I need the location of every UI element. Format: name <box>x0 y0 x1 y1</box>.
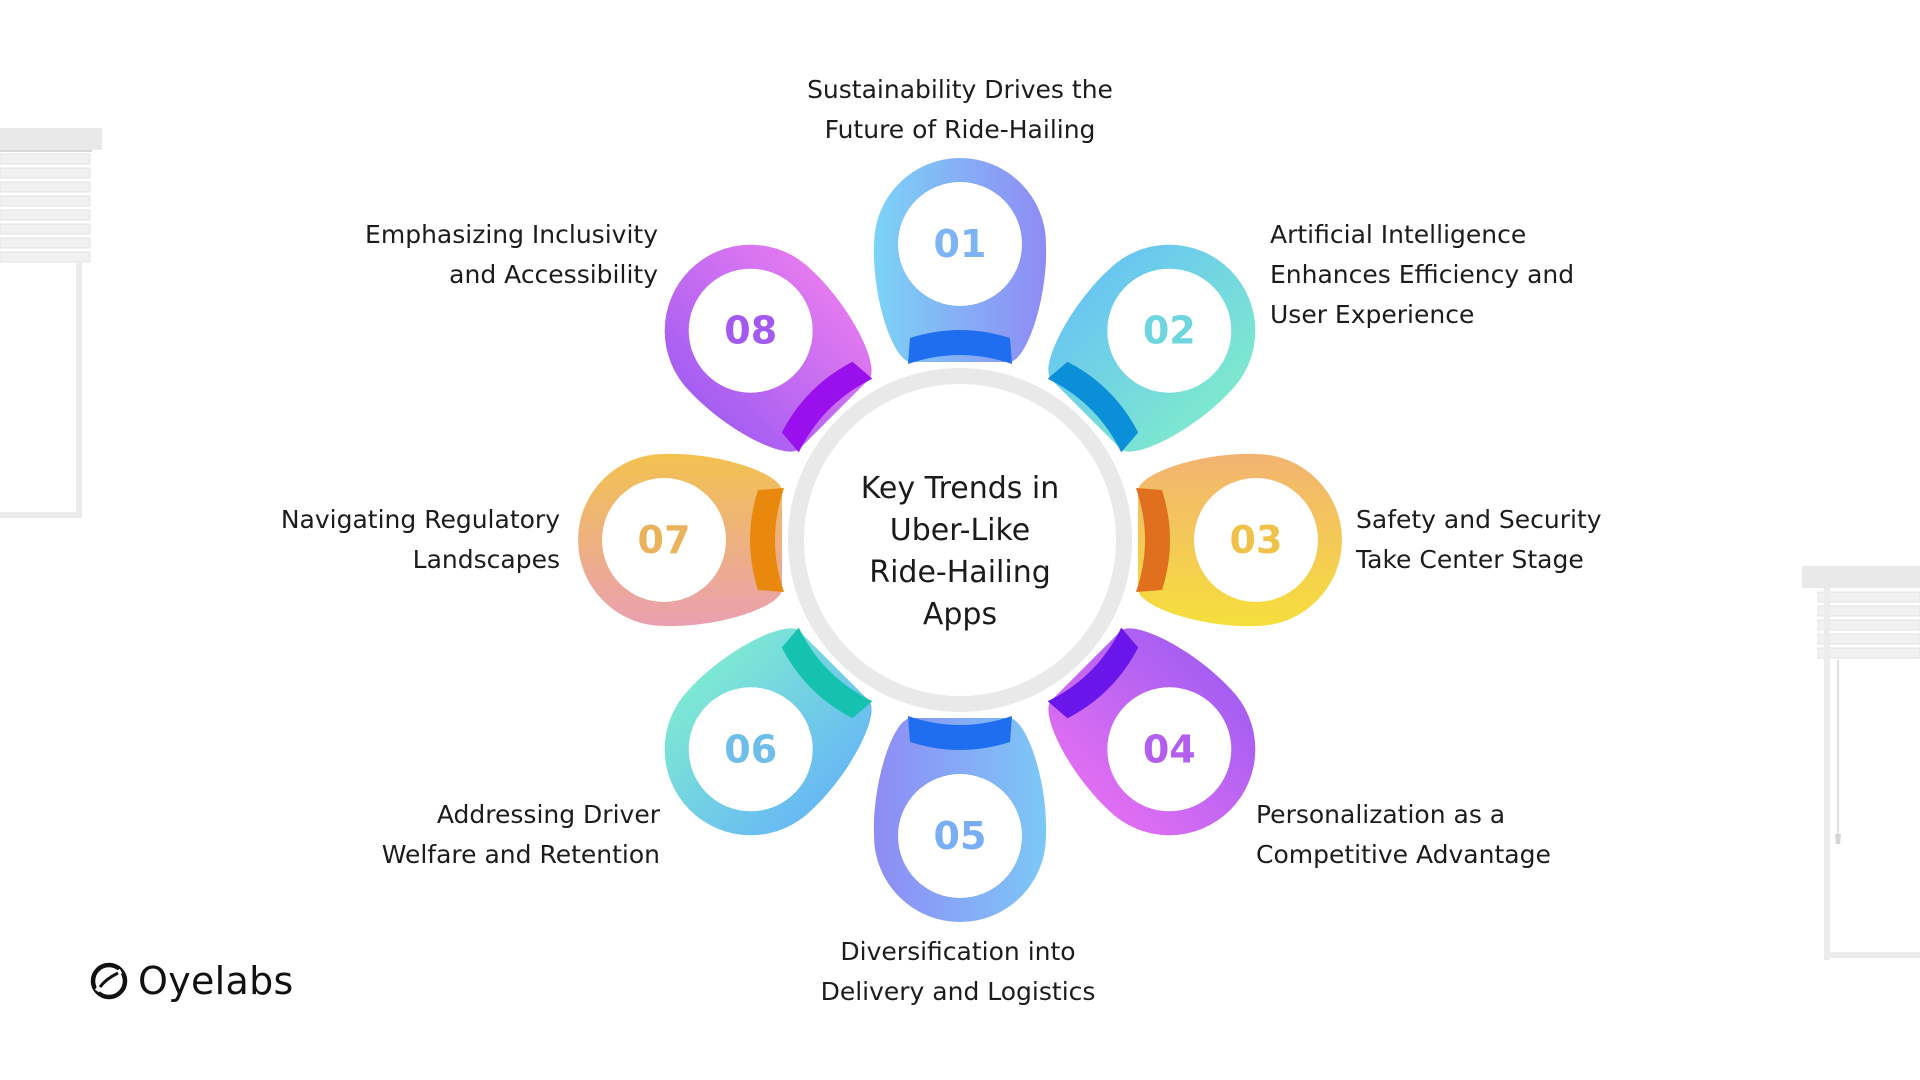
petal-label-06-line-2: Welfare and Retention <box>381 840 660 869</box>
petal-label-05-line-2: Delivery and Logistics <box>820 977 1096 1006</box>
petal-label-03: Safety and Security Take Center Stage <box>1356 500 1602 580</box>
petal-label-01-line-2: Future of Ride-Hailing <box>824 115 1096 144</box>
decor-window-left <box>0 128 102 518</box>
oyelabs-logo-icon <box>90 962 128 1000</box>
petal-07 <box>578 453 784 627</box>
petal-01-number: 01 <box>934 222 987 266</box>
petal-08-inner-circle <box>688 268 813 393</box>
petal-08-band <box>781 361 873 453</box>
hub-title-line-2: Uber-Like <box>889 513 1031 548</box>
petal-01 <box>873 158 1047 364</box>
petal-label-08-line-1: Emphasizing Inclusivity <box>365 220 658 249</box>
petal-01-inner-circle <box>898 182 1022 306</box>
petal-03 <box>1136 453 1342 627</box>
brand-logo: Oyelabs <box>88 955 294 1007</box>
petal-01-band <box>908 330 1012 364</box>
petal-05-inner-circle <box>898 774 1022 898</box>
petal-label-05: Diversification into Delivery and Logist… <box>821 932 1096 1012</box>
petal-label-02-line-2: Enhances Efficiency and <box>1270 260 1575 289</box>
petal-03-inner-circle <box>1194 478 1318 602</box>
petal-label-04-line-1: Personalization as a <box>1256 800 1506 829</box>
petal-label-08-line-2: and Accessibility <box>449 260 658 289</box>
petal-06-inner-circle <box>688 687 813 812</box>
hub-title-line-3: Ride-Hailing <box>869 555 1051 590</box>
petal-04-inner-circle <box>1107 687 1232 812</box>
petal-label-02-line-3: User Experience <box>1270 300 1475 329</box>
petal-02-inner-circle <box>1107 268 1232 393</box>
petal-label-03-line-2: Take Center Stage <box>1356 545 1584 574</box>
hub-title: Key Trends in Uber-Like Ride-Hailing App… <box>861 468 1060 636</box>
petal-label-06: Addressing Driver Welfare and Retention <box>382 795 660 875</box>
petal-label-07: Navigating Regulatory Landscapes <box>281 500 560 580</box>
hub-title-line-4: Apps <box>922 597 998 632</box>
brand-name: Oyelabs <box>138 959 294 1003</box>
petal-02-number: 02 <box>1143 309 1196 353</box>
petal-07-inner-circle <box>602 478 726 602</box>
petal-label-04: Personalization as a Competitive Advanta… <box>1256 795 1551 875</box>
petal-07-band <box>750 488 784 592</box>
petal-06-number: 06 <box>724 727 777 771</box>
petal-label-03-line-1: Safety and Security <box>1356 505 1602 534</box>
petal-label-07-line-2: Landscapes <box>412 545 560 574</box>
petal-08 <box>664 244 873 453</box>
petal-05-number: 05 <box>934 814 987 858</box>
petal-02 <box>1047 244 1256 453</box>
petal-04-number: 04 <box>1143 727 1196 771</box>
petal-label-02-line-1: Artificial Intelligence <box>1270 220 1527 249</box>
petal-label-06-line-1: Addressing Driver <box>436 800 660 829</box>
petal-label-02: Artificial Intelligence Enhances Efficie… <box>1270 215 1574 335</box>
petal-08-number: 08 <box>724 309 777 353</box>
petal-07-number: 07 <box>638 518 691 562</box>
petal-label-01-line-1: Sustainability Drives the <box>807 75 1113 104</box>
petal-label-04-line-2: Competitive Advantage <box>1256 840 1551 869</box>
petal-04 <box>1047 627 1256 836</box>
petal-05 <box>873 716 1047 922</box>
petal-label-01: Sustainability Drives the Future of Ride… <box>807 70 1113 150</box>
petal-06 <box>664 627 873 836</box>
petal-03-number: 03 <box>1230 518 1283 562</box>
petal-03-band <box>1136 488 1170 592</box>
petal-02-band <box>1047 361 1139 453</box>
petal-label-08: Emphasizing Inclusivity and Accessibilit… <box>365 215 658 295</box>
petal-04-band <box>1047 627 1139 719</box>
petal-06-band <box>781 627 873 719</box>
petal-label-05-line-1: Diversification into <box>840 937 1076 966</box>
hub-title-line-1: Key Trends in <box>860 471 1060 506</box>
hub-inner-circle <box>804 384 1116 696</box>
decor-window-right <box>1802 566 1920 960</box>
petal-label-07-line-1: Navigating Regulatory <box>280 505 560 534</box>
petal-05-band <box>908 716 1012 750</box>
